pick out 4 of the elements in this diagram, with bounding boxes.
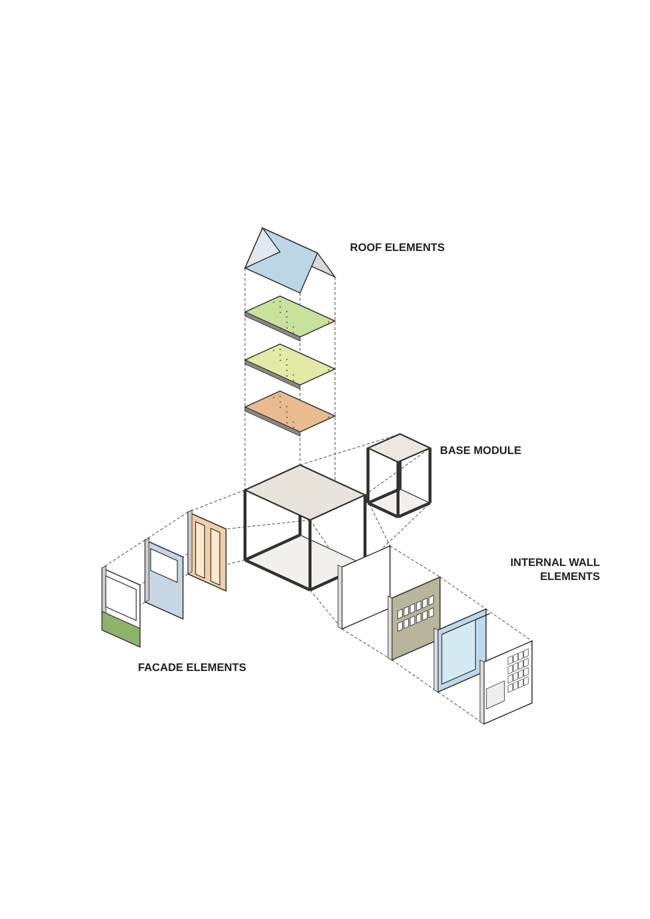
section-label: ROOF ELEMENTS [350, 241, 446, 255]
section-label: FACADE ELEMENTS [138, 661, 248, 675]
section-label: INTERNAL WALL ELEMENTS [509, 556, 600, 584]
section-label: BASE MODULE [440, 444, 522, 458]
